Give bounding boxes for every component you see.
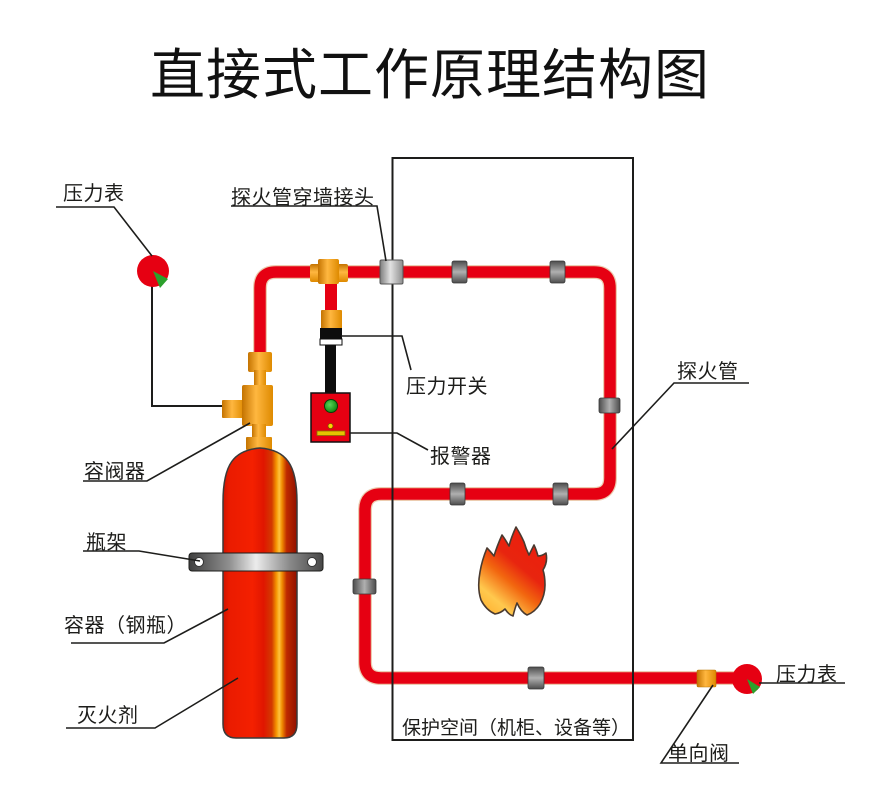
leader-pressure-switch [341, 335, 412, 371]
valve-body [242, 385, 273, 426]
main-pipe [254, 266, 742, 684]
alarm-bar [316, 430, 346, 436]
pressure-switch [319, 310, 343, 394]
label-pressure-switch: 压力开关 [406, 376, 488, 398]
label-container-bottle: 容器（钢瓶） [64, 615, 187, 637]
pipe-clamp [449, 482, 466, 506]
check-valve [696, 669, 717, 688]
pipe-clamp [451, 260, 468, 284]
leader-wall-joint [231, 205, 387, 262]
bottle-rack-bracket [188, 552, 324, 572]
label-detection-tube: 探火管 [677, 361, 739, 383]
switch-connector [321, 310, 342, 329]
label-extinguishing-agent: 灭火剂 [77, 705, 139, 727]
gauge-needle [153, 271, 168, 288]
leader-container-bottle [71, 608, 229, 644]
valve-collar [246, 437, 272, 450]
label-pressure-gauge-right: 压力表 [776, 664, 838, 686]
label-alarm: 报警器 [430, 446, 492, 468]
bracket-bolt [194, 557, 204, 567]
label-container-valve: 容阀器 [84, 461, 146, 483]
switch-body [320, 328, 342, 340]
tee-fitting [310, 259, 348, 284]
pipe-clamp [549, 260, 566, 284]
leader-container-valve [83, 422, 251, 482]
valve-nut [248, 352, 272, 372]
leader-pressure-gauge-left [56, 206, 153, 257]
bracket-bolt [307, 557, 317, 567]
pressure-gauge-right-icon [732, 664, 762, 694]
leader-detection-tube [611, 382, 749, 450]
bracket-bar [188, 552, 324, 572]
valve-left-port [222, 400, 244, 418]
leader-extinguishing-agent [66, 677, 239, 729]
protected-space-outline [391, 157, 634, 741]
cylinder-bottle [222, 447, 298, 739]
pipe-clamp [552, 482, 569, 506]
gauge-needle [747, 679, 760, 694]
label-bottle-rack: 瓶架 [86, 532, 127, 554]
pipe-clamp [352, 578, 377, 595]
wall-penetration-joint [379, 259, 404, 285]
alarm-dot [327, 423, 334, 429]
valve-stem [252, 424, 266, 439]
alarm-device [310, 392, 351, 443]
leader-bottle-rack [83, 550, 201, 562]
gauge-connection-line [151, 282, 228, 407]
leader-check-valve [659, 684, 739, 764]
label-check-valve: 单向阀 [668, 743, 730, 765]
label-wall-joint: 探火管穿墙接头 [231, 187, 375, 209]
label-pressure-gauge-left: 压力表 [63, 183, 125, 205]
alarm-led [324, 399, 338, 413]
label-protected-space: 保护空间（机柜、设备等） [402, 718, 631, 739]
label-leader-lines [56, 205, 845, 764]
switch-stem [325, 345, 336, 394]
pipe-clamp [527, 666, 545, 690]
container-valve-assembly [222, 352, 273, 450]
tee-boss [318, 259, 339, 284]
flame-icon [477, 526, 548, 617]
leader-alarm [350, 432, 429, 451]
page-title: 直接式工作原理结构图 [149, 44, 710, 106]
pipe-clamps [352, 260, 621, 690]
valve-neck [254, 370, 266, 387]
switch-band [319, 338, 343, 346]
pipe-clamp [598, 397, 621, 414]
pressure-gauge-left-icon [137, 255, 169, 288]
